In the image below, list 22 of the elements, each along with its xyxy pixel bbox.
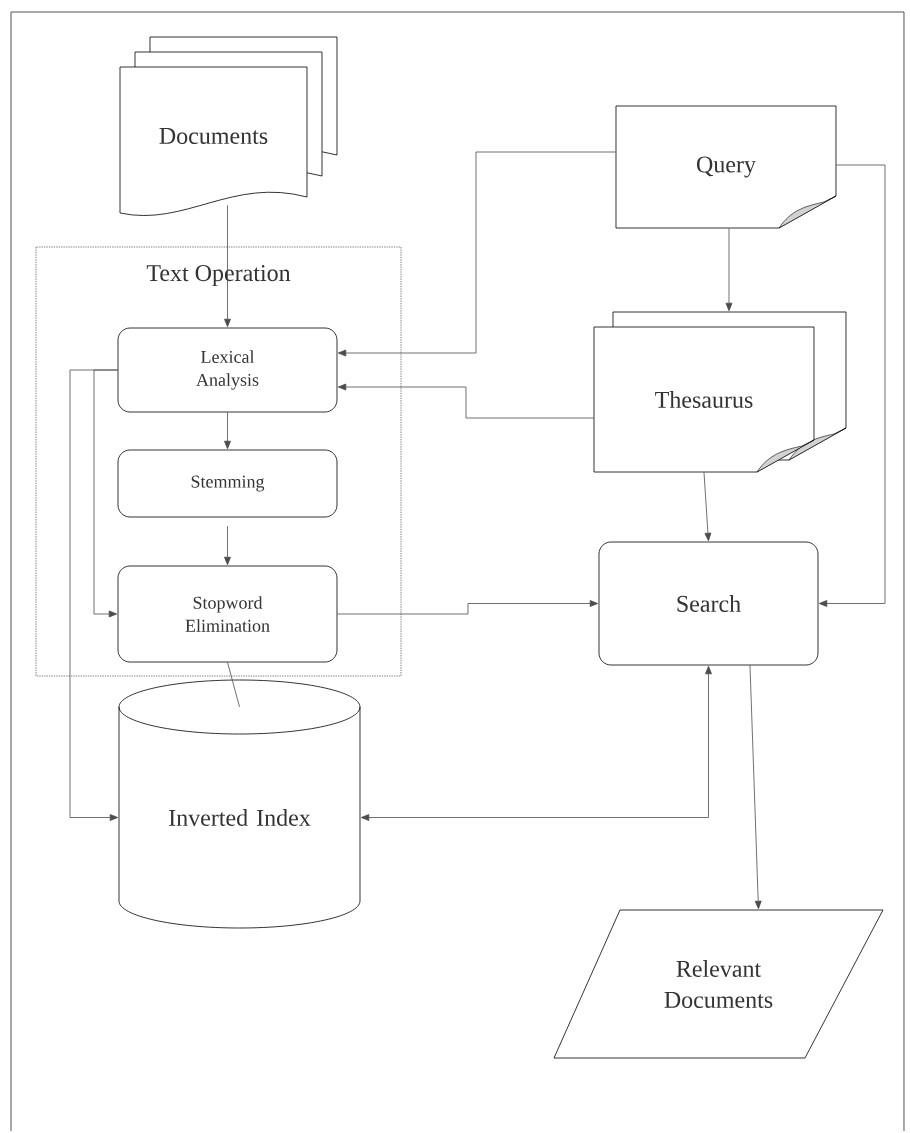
process-box: Search	[598, 541, 819, 666]
arrow	[224, 204, 231, 328]
process-box: Stopword Elimination	[117, 565, 338, 663]
arrow	[360, 665, 712, 821]
arrow	[337, 151, 617, 357]
document-stack: Thesaurus	[593, 311, 847, 473]
database-cylinder: Inverted Index	[118, 679, 361, 929]
arrow	[224, 525, 231, 566]
process-box: Stemming	[117, 449, 338, 518]
arrow	[749, 664, 762, 910]
arrow	[336, 600, 599, 615]
arrow	[337, 383, 595, 419]
data-parallelogram: Relevant Documents	[553, 909, 884, 1059]
arrow	[93, 369, 119, 618]
process-box: Lexical Analysis	[117, 327, 338, 413]
node-label: Inverted Index	[169, 809, 311, 826]
document-stack: Documents	[119, 36, 338, 216]
arrow	[224, 411, 231, 450]
arrow	[725, 227, 733, 312]
arrow	[69, 369, 119, 821]
arrow	[703, 471, 712, 542]
arrow	[818, 164, 886, 607]
